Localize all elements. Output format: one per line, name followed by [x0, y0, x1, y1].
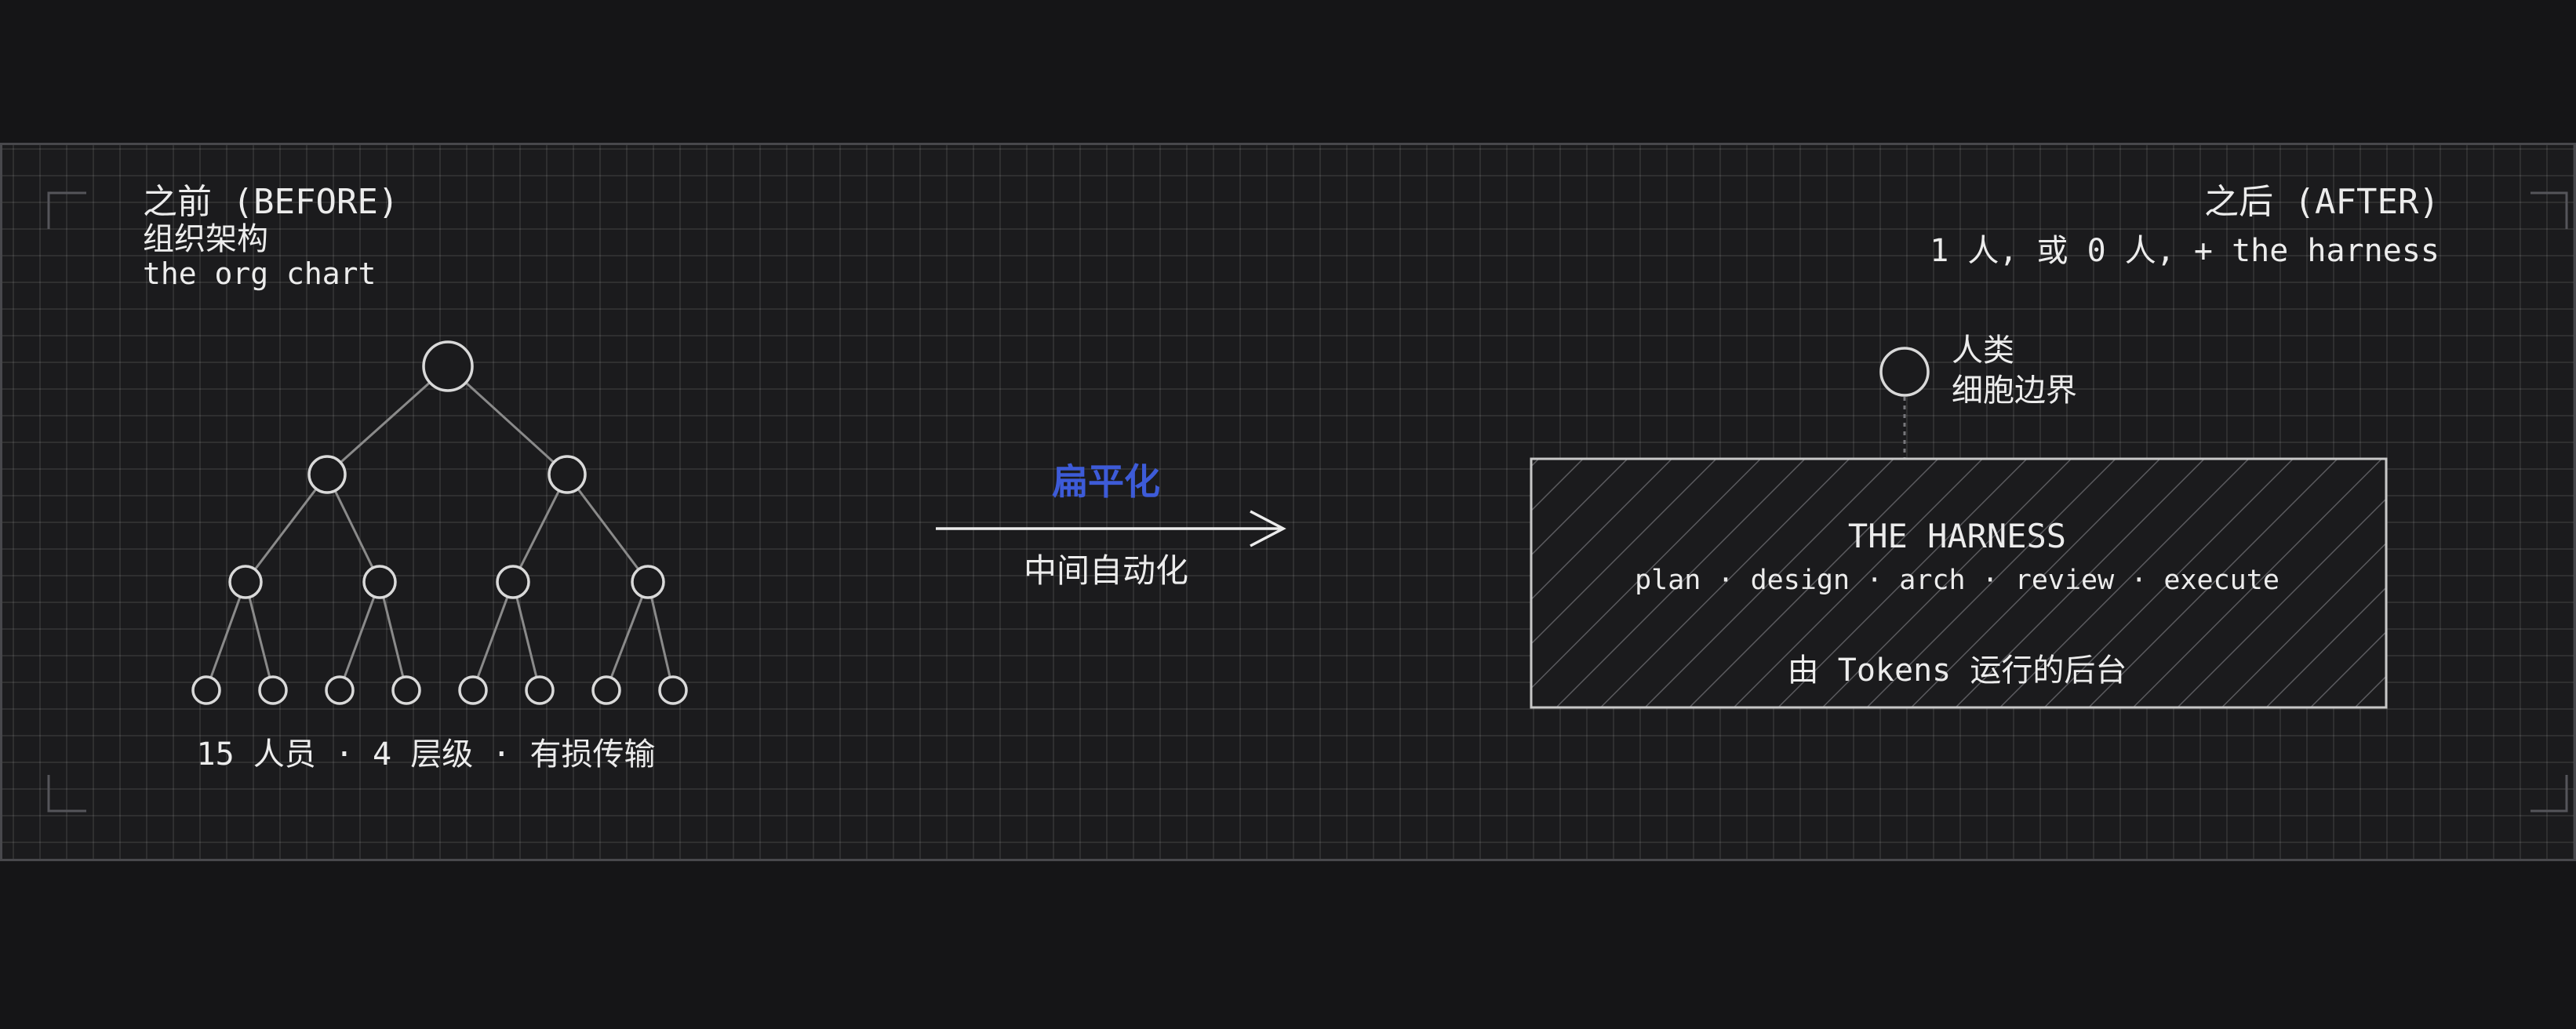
org-node	[325, 675, 355, 705]
org-node	[258, 675, 288, 705]
transition-arrow	[936, 510, 1286, 547]
org-node	[496, 565, 530, 599]
human-label: 人类	[1952, 333, 2014, 369]
before-subtitle-zh: 组织架构	[143, 221, 268, 257]
org-chart-nodes	[191, 340, 688, 705]
flatten-label: 扁平化	[1052, 460, 1160, 503]
org-edge	[446, 365, 569, 476]
org-node	[548, 455, 587, 494]
harness-box: THE HARNESS plan · design · arch · revie…	[1530, 457, 2388, 709]
after-title: 之后 (AFTER)	[2204, 182, 2440, 222]
org-chart-tree	[191, 340, 688, 705]
org-node	[191, 675, 221, 705]
org-node	[591, 675, 621, 705]
human-node	[1879, 347, 1930, 397]
org-node-root	[422, 340, 474, 392]
harness-box-hatch	[1531, 459, 2386, 707]
human-sublabel: 细胞边界	[1952, 373, 2077, 409]
org-edge	[326, 365, 449, 476]
org-chart-edges	[205, 365, 675, 691]
org-node	[631, 565, 665, 599]
org-node	[307, 455, 347, 494]
after-subtitle: 1 人, 或 0 人, + the harness	[1930, 233, 2440, 269]
org-edge	[326, 474, 381, 583]
corner-bracket-top-left	[47, 191, 86, 229]
org-edge	[244, 474, 329, 583]
arrow-head	[1250, 510, 1286, 547]
before-caption: 15 人员 · 4 层级 · 有损传输	[197, 736, 656, 773]
org-edge	[605, 581, 649, 691]
corner-bracket-bottom-right	[2531, 775, 2568, 813]
org-edge	[646, 581, 675, 691]
org-edge	[566, 474, 649, 583]
org-node	[228, 565, 263, 599]
harness-steps: plan · design · arch · review · execute	[1635, 565, 2279, 596]
org-node	[458, 675, 488, 705]
before-subtitle-en: the org chart	[143, 256, 376, 291]
org-edge	[471, 581, 515, 691]
org-node	[525, 675, 555, 705]
harness-footer: 由 Tokens 运行的后台	[1788, 653, 2127, 689]
org-edge	[378, 581, 408, 691]
org-node	[391, 675, 421, 705]
corner-brackets	[47, 191, 2568, 813]
before-title: 之前 (BEFORE)	[143, 182, 398, 222]
automation-label: 中间自动化	[1024, 551, 1188, 590]
org-edge	[244, 581, 275, 691]
org-edge	[205, 581, 247, 691]
harness-box-border	[1530, 457, 2388, 709]
org-node	[362, 565, 397, 599]
corner-bracket-top-right	[2531, 191, 2568, 229]
corner-bracket-bottom-left	[47, 775, 86, 813]
harness-title: THE HARNESS	[1848, 517, 2066, 555]
org-node	[658, 675, 688, 705]
org-edge	[511, 581, 541, 691]
org-edge	[338, 581, 381, 691]
org-edge	[511, 474, 569, 583]
